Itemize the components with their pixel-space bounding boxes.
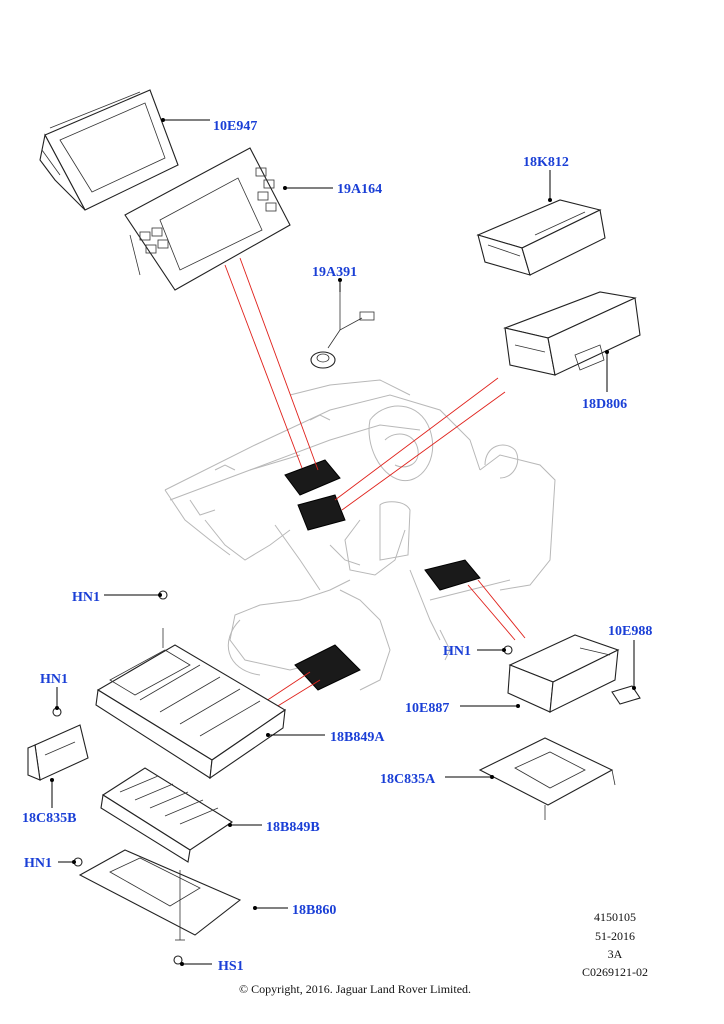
info-date-code: 51-2016 — [595, 929, 635, 943]
callout-hn1-left: HN1 — [40, 672, 68, 687]
callout-10E947: 10E947 — [213, 119, 257, 134]
installed-module-shapes — [284, 459, 481, 691]
callout-18D806: 18D806 — [582, 397, 627, 412]
part-19A391-cable — [310, 280, 375, 369]
callout-18K812: 18K812 — [523, 155, 569, 170]
part-18K812-module — [476, 199, 606, 276]
callout-18C835A: 18C835A — [380, 772, 436, 787]
fastener-shapes — [52, 590, 513, 965]
callout-hn1-right: HN1 — [443, 644, 471, 659]
callout-18B849A: 18B849A — [330, 730, 385, 745]
callout-19A391: 19A391 — [312, 265, 357, 280]
part-18D806-module — [503, 291, 641, 376]
callout-18C835B: 18C835B — [22, 811, 76, 826]
part-10E988-label — [611, 685, 641, 705]
part-10E947-display — [39, 89, 179, 211]
vehicle-interior-outline — [164, 379, 556, 691]
callout-hn1-bottom: HN1 — [24, 856, 52, 871]
part-18B849B-amplifier — [100, 767, 234, 863]
info-illustration-number: 4150105 — [594, 910, 636, 924]
part-18C835A-bracket — [478, 737, 616, 820]
part-18B860-tray — [78, 849, 242, 941]
callout-hs1: HS1 — [218, 959, 244, 974]
info-revision: 3A — [608, 947, 623, 961]
info-reference-code: C0269121-02 — [582, 965, 648, 979]
part-18C835B-bracket — [27, 724, 89, 781]
callout-18B860: 18B860 — [292, 903, 336, 918]
callout-19A164: 19A164 — [337, 182, 382, 197]
part-19A164-panel — [124, 147, 291, 291]
part-10E887-module — [507, 634, 620, 713]
black-leader-lines — [50, 118, 636, 966]
callout-10E887: 10E887 — [405, 701, 449, 716]
copyright-notice: © Copyright, 2016. Jaguar Land Rover Lim… — [239, 982, 471, 996]
red-leader-lines — [224, 257, 526, 713]
callout-18B849B: 18B849B — [266, 820, 320, 835]
part-18B849A-amplifier — [95, 628, 287, 780]
callout-hn1-top: HN1 — [72, 590, 100, 605]
callout-10E988: 10E988 — [608, 624, 652, 639]
